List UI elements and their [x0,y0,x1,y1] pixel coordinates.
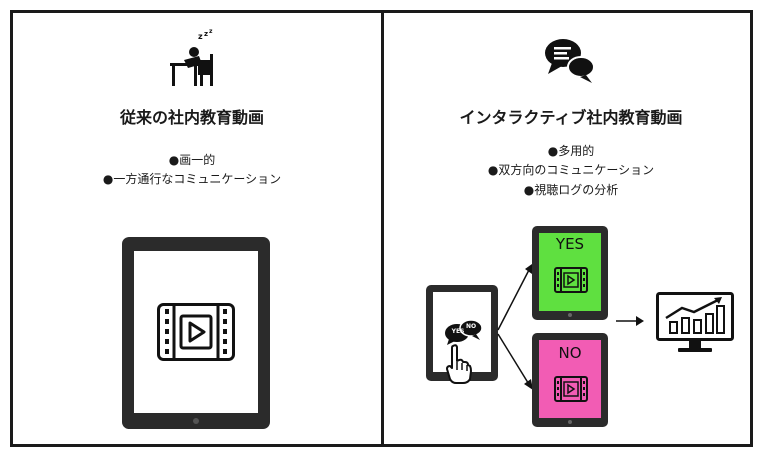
right-title: インタラクティブ社内教育動画 [459,108,683,127]
yes-label: YES [555,235,585,253]
panel-divider [381,10,384,447]
left-bullet-2: ●一方通行なコミュニケーション [102,172,282,186]
chat-no-label: NO [465,323,477,330]
yes-video-icon [554,267,588,293]
bar-chart-monitor-icon [656,292,734,352]
right-bullet-2: ●双方向のコミュニケーション [487,163,655,177]
video-play-icon [157,303,235,361]
pointing-hand-icon [446,344,472,384]
no-label: NO [558,344,582,362]
right-arrow [616,316,644,326]
svg-text:z: z [204,30,208,38]
yes-no-chat-icon [445,319,483,345]
svg-text:z: z [198,32,203,41]
svg-text:z: z [209,28,213,35]
chat-yes-label: YES [451,328,465,335]
sleeping-at-desk-icon: z z z [170,28,213,86]
left-bullet-1: ●画一的 [168,153,216,167]
right-bullet-1: ●多用的 [547,144,595,158]
right-bullet-3: ●視聴ログの分析 [523,183,619,197]
no-video-icon [554,376,588,402]
chat-bubbles-icon [545,39,595,83]
branch-arrows [497,264,533,390]
no-tablet-icon [532,333,608,427]
left-title: 従来の社内教育動画 [119,108,264,127]
